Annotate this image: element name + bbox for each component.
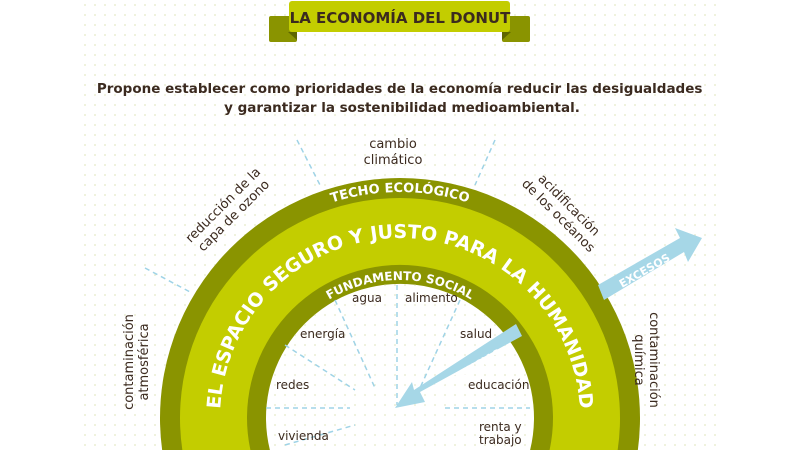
inner-spokes xyxy=(266,285,530,446)
label-housing: vivienda xyxy=(278,429,329,443)
label-water: agua xyxy=(352,291,382,305)
page-title: LA ECONOMÍA DEL DONUT xyxy=(290,8,511,27)
label-networks: redes xyxy=(276,378,309,392)
intro-text: Propone establecer como prioridades de l… xyxy=(97,81,707,116)
title-banner: LA ECONOMÍA DEL DONUT xyxy=(269,1,530,42)
label-energy: energía xyxy=(300,327,345,341)
label-air-pollution: contaminaciónatmosférica xyxy=(122,314,152,410)
label-food: alimento xyxy=(405,291,458,305)
label-education: educación xyxy=(468,378,529,392)
label-health: salud xyxy=(460,327,492,341)
label-chemical-pollution: contaminaciónquímica xyxy=(631,312,661,408)
